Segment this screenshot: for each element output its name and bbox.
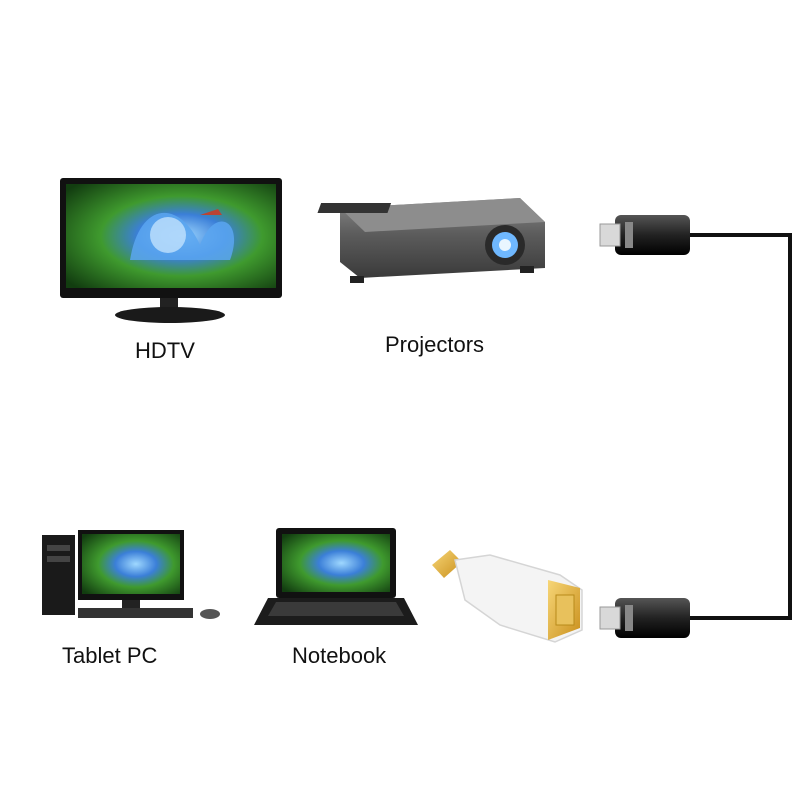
desktop-pc-icon	[42, 530, 220, 619]
tablet-pc-label: Tablet PC	[62, 643, 158, 668]
projector-icon	[317, 198, 545, 283]
cable-icon	[690, 233, 792, 620]
vga-connector-icon-2	[599, 598, 690, 638]
projectors-label: Projectors	[385, 332, 485, 357]
notebook-label: Notebook	[292, 643, 387, 668]
hdtv-icon	[60, 178, 282, 323]
vga-connector-icon	[599, 215, 690, 255]
hdtv-label: HDTV	[135, 338, 195, 363]
adapter-icon	[432, 550, 583, 643]
notebook-icon	[254, 528, 418, 625]
